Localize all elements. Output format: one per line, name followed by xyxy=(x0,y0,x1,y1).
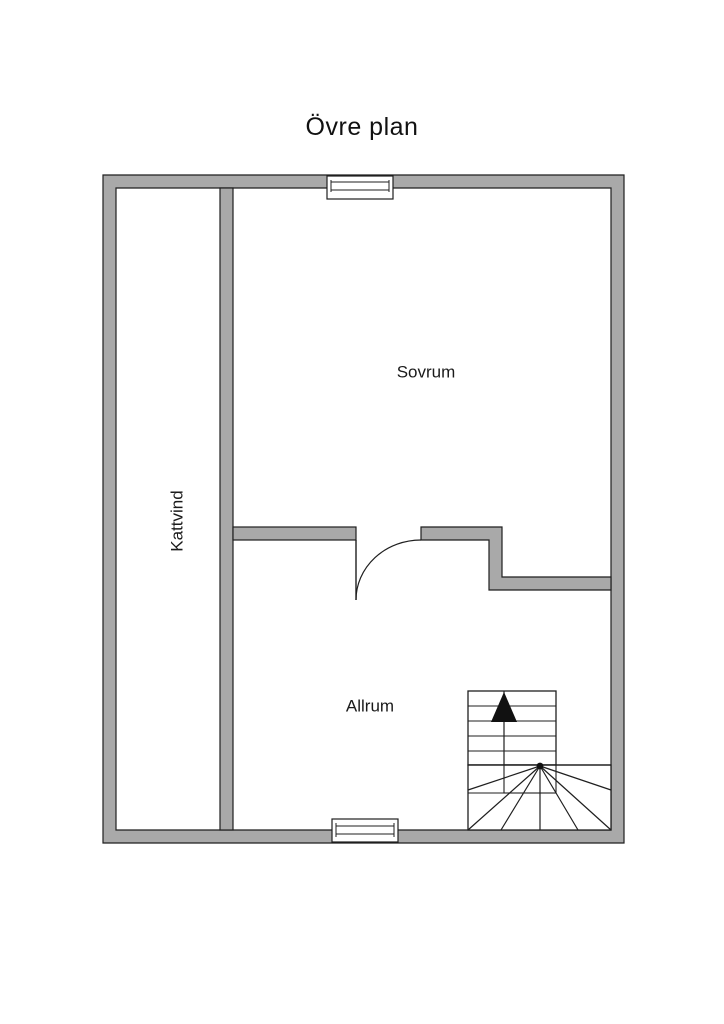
door-sovrum xyxy=(355,539,422,601)
winder-tread-5 xyxy=(539,765,579,831)
stair-pivot-point xyxy=(536,762,544,770)
interior-wall-right-step xyxy=(420,526,612,591)
page-title: Övre plan xyxy=(305,113,419,141)
interior-wall-left-segment xyxy=(232,526,357,541)
stair-up-arrow-icon xyxy=(491,692,517,722)
stair-straight-run-outline xyxy=(467,690,557,766)
winder-tread-3 xyxy=(500,765,541,831)
stair-winder-treads xyxy=(467,765,612,831)
staircase xyxy=(467,690,612,831)
door-swing-arc xyxy=(355,539,422,601)
windows-group xyxy=(326,175,399,843)
room-label-allrum: Allrum xyxy=(346,696,394,715)
room-label-kattvind: Kattvind xyxy=(167,490,186,551)
room-label-sovrum: Sovrum xyxy=(397,362,456,381)
winder-tread-6 xyxy=(539,765,612,831)
window-top-frame xyxy=(326,175,394,200)
window-bottom-frame xyxy=(331,818,399,843)
winder-tread-1 xyxy=(467,765,541,791)
winder-tread-7 xyxy=(539,765,612,791)
window-bottom xyxy=(331,818,399,843)
interior-wall-vertical xyxy=(219,187,234,831)
window-top xyxy=(326,175,394,200)
winder-tread-2 xyxy=(467,765,541,831)
